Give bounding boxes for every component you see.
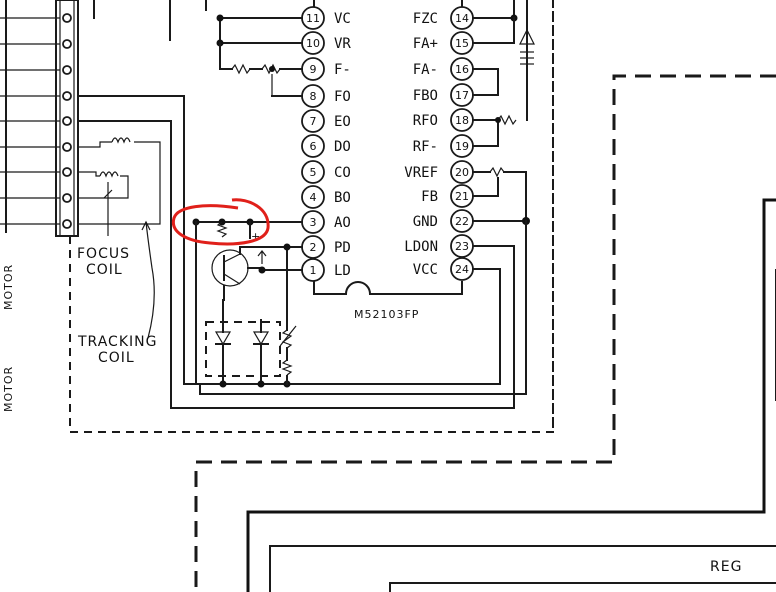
terminal-strip (55, 0, 79, 237)
pin-label: VREF (404, 165, 438, 181)
pin-2: 2 PD (301, 235, 351, 259)
pin-label: DO (334, 139, 351, 155)
pin-number: 10 (306, 37, 320, 50)
pin-number: 15 (455, 37, 469, 50)
pin-number: 19 (455, 140, 469, 153)
pin-24: 24 VCC (413, 257, 474, 281)
pin-number: 17 (455, 89, 469, 102)
pin-label: GND (413, 214, 438, 230)
pin-number: 22 (455, 215, 469, 228)
pin-7: 7 EO (301, 109, 351, 133)
pin-1: 1 LD (301, 258, 351, 282)
pin3-capacitor: + (195, 221, 261, 385)
chip-part-number: M52103FP (354, 308, 419, 321)
pin-8: 8 FO (301, 84, 351, 108)
strip-wires (77, 95, 515, 409)
pin-label: RF- (413, 139, 438, 155)
pin-10: 10 VR (301, 31, 351, 55)
pin-21: 21 FB (421, 184, 474, 208)
tracking-coil-arrow (141, 220, 155, 339)
focus-coil-symbol (99, 137, 131, 236)
pin-number: 3 (310, 216, 317, 229)
pin-label: F- (334, 62, 351, 78)
pin-number: 6 (310, 140, 317, 153)
pin-16: 16 FA- (413, 57, 474, 81)
reg-label: REG (710, 559, 742, 575)
pin-number: 16 (455, 63, 469, 76)
pin-number: 4 (310, 191, 317, 204)
pin-number: 24 (455, 263, 469, 276)
pin-label: PD (334, 240, 351, 256)
pin-label: LD (334, 263, 351, 279)
pin-number: 20 (455, 166, 469, 179)
reg-section: REG (269, 545, 776, 592)
pin-22: 22 GND (413, 209, 474, 233)
pin-label: VC (334, 11, 351, 27)
right-pin-wiring (199, 0, 535, 395)
pin-label: FB (421, 189, 438, 205)
pin-label: BO (334, 190, 351, 206)
pickup-enclosure (69, 0, 554, 433)
pin-17: 17 FBO (413, 83, 474, 107)
pin-label: VCC (413, 262, 438, 278)
right-pin-column: 14 FZC 15 FA+ 16 FA- 17 FBO 18 RFO 19 RF… (404, 6, 474, 281)
motor-label-upper: MOTOR (2, 264, 15, 310)
pin-4: 4 BO (301, 185, 351, 209)
pin-label: CO (334, 165, 351, 181)
pin-23: 23 LDON (404, 234, 474, 258)
bus-lines (0, 17, 60, 225)
pin-5: 5 CO (301, 160, 351, 184)
pin-20: 20 VREF (404, 160, 474, 184)
pin-number: 2 (310, 241, 317, 254)
left-pin-column: 11 VC 10 VR 9 F- 8 FO 7 EO 6 DO (301, 6, 351, 282)
pin-number: 1 (310, 264, 317, 277)
pin-number: 18 (455, 114, 469, 127)
focus-coil-label-line2: COIL (86, 262, 123, 278)
sub-board-border (246, 198, 776, 592)
pin-label: EO (334, 114, 351, 130)
pin-label: FBO (413, 88, 438, 104)
pin-label: FZC (413, 11, 438, 27)
pin-label: AO (334, 215, 351, 231)
pin-number: 7 (310, 115, 317, 128)
pin-14: 14 FZC (413, 6, 474, 30)
pin-number: 14 (455, 12, 469, 25)
pin-label: FA+ (413, 36, 438, 52)
pin-number: 21 (455, 190, 469, 203)
motor-section: MOTOR MOTOR (2, 0, 15, 412)
left-pin-wiring (192, 14, 303, 226)
pin-19: 19 RF- (413, 134, 474, 158)
pin-15: 15 FA+ (413, 31, 474, 55)
pin-number: 9 (310, 63, 317, 76)
pin-number: 11 (306, 12, 320, 25)
pin-3: 3 AO (301, 210, 351, 234)
tracking-coil-label-line1: TRACKING (77, 334, 157, 350)
focus-coil-label-line1: FOCUS (77, 246, 130, 262)
terminal-pins (62, 13, 72, 229)
laser-driver-transistor (211, 246, 303, 301)
pin-label: RFO (413, 113, 438, 129)
pin-number: 8 (310, 90, 317, 103)
pin-9: 9 F- (301, 57, 351, 81)
pin-label: VR (334, 36, 351, 52)
pin-label: FO (334, 89, 351, 105)
pin-label: LDON (404, 239, 438, 255)
pin-number: 5 (310, 166, 317, 179)
pin-label: FA- (413, 62, 438, 78)
pin-number: 23 (455, 240, 469, 253)
laser-photodiode-block (205, 243, 297, 388)
tracking-coil-label-line2: COIL (98, 350, 135, 366)
highlight-circle (171, 198, 270, 246)
pin-6: 6 DO (301, 134, 351, 158)
main-board-border (194, 74, 776, 592)
pin-11: 11 VC (301, 6, 351, 30)
ic-chip: M52103FP (313, 0, 463, 321)
capacitor-plus-sign: + (251, 230, 261, 243)
pin-18: 18 RFO (413, 108, 474, 132)
motor-label-lower: MOTOR (2, 366, 15, 412)
